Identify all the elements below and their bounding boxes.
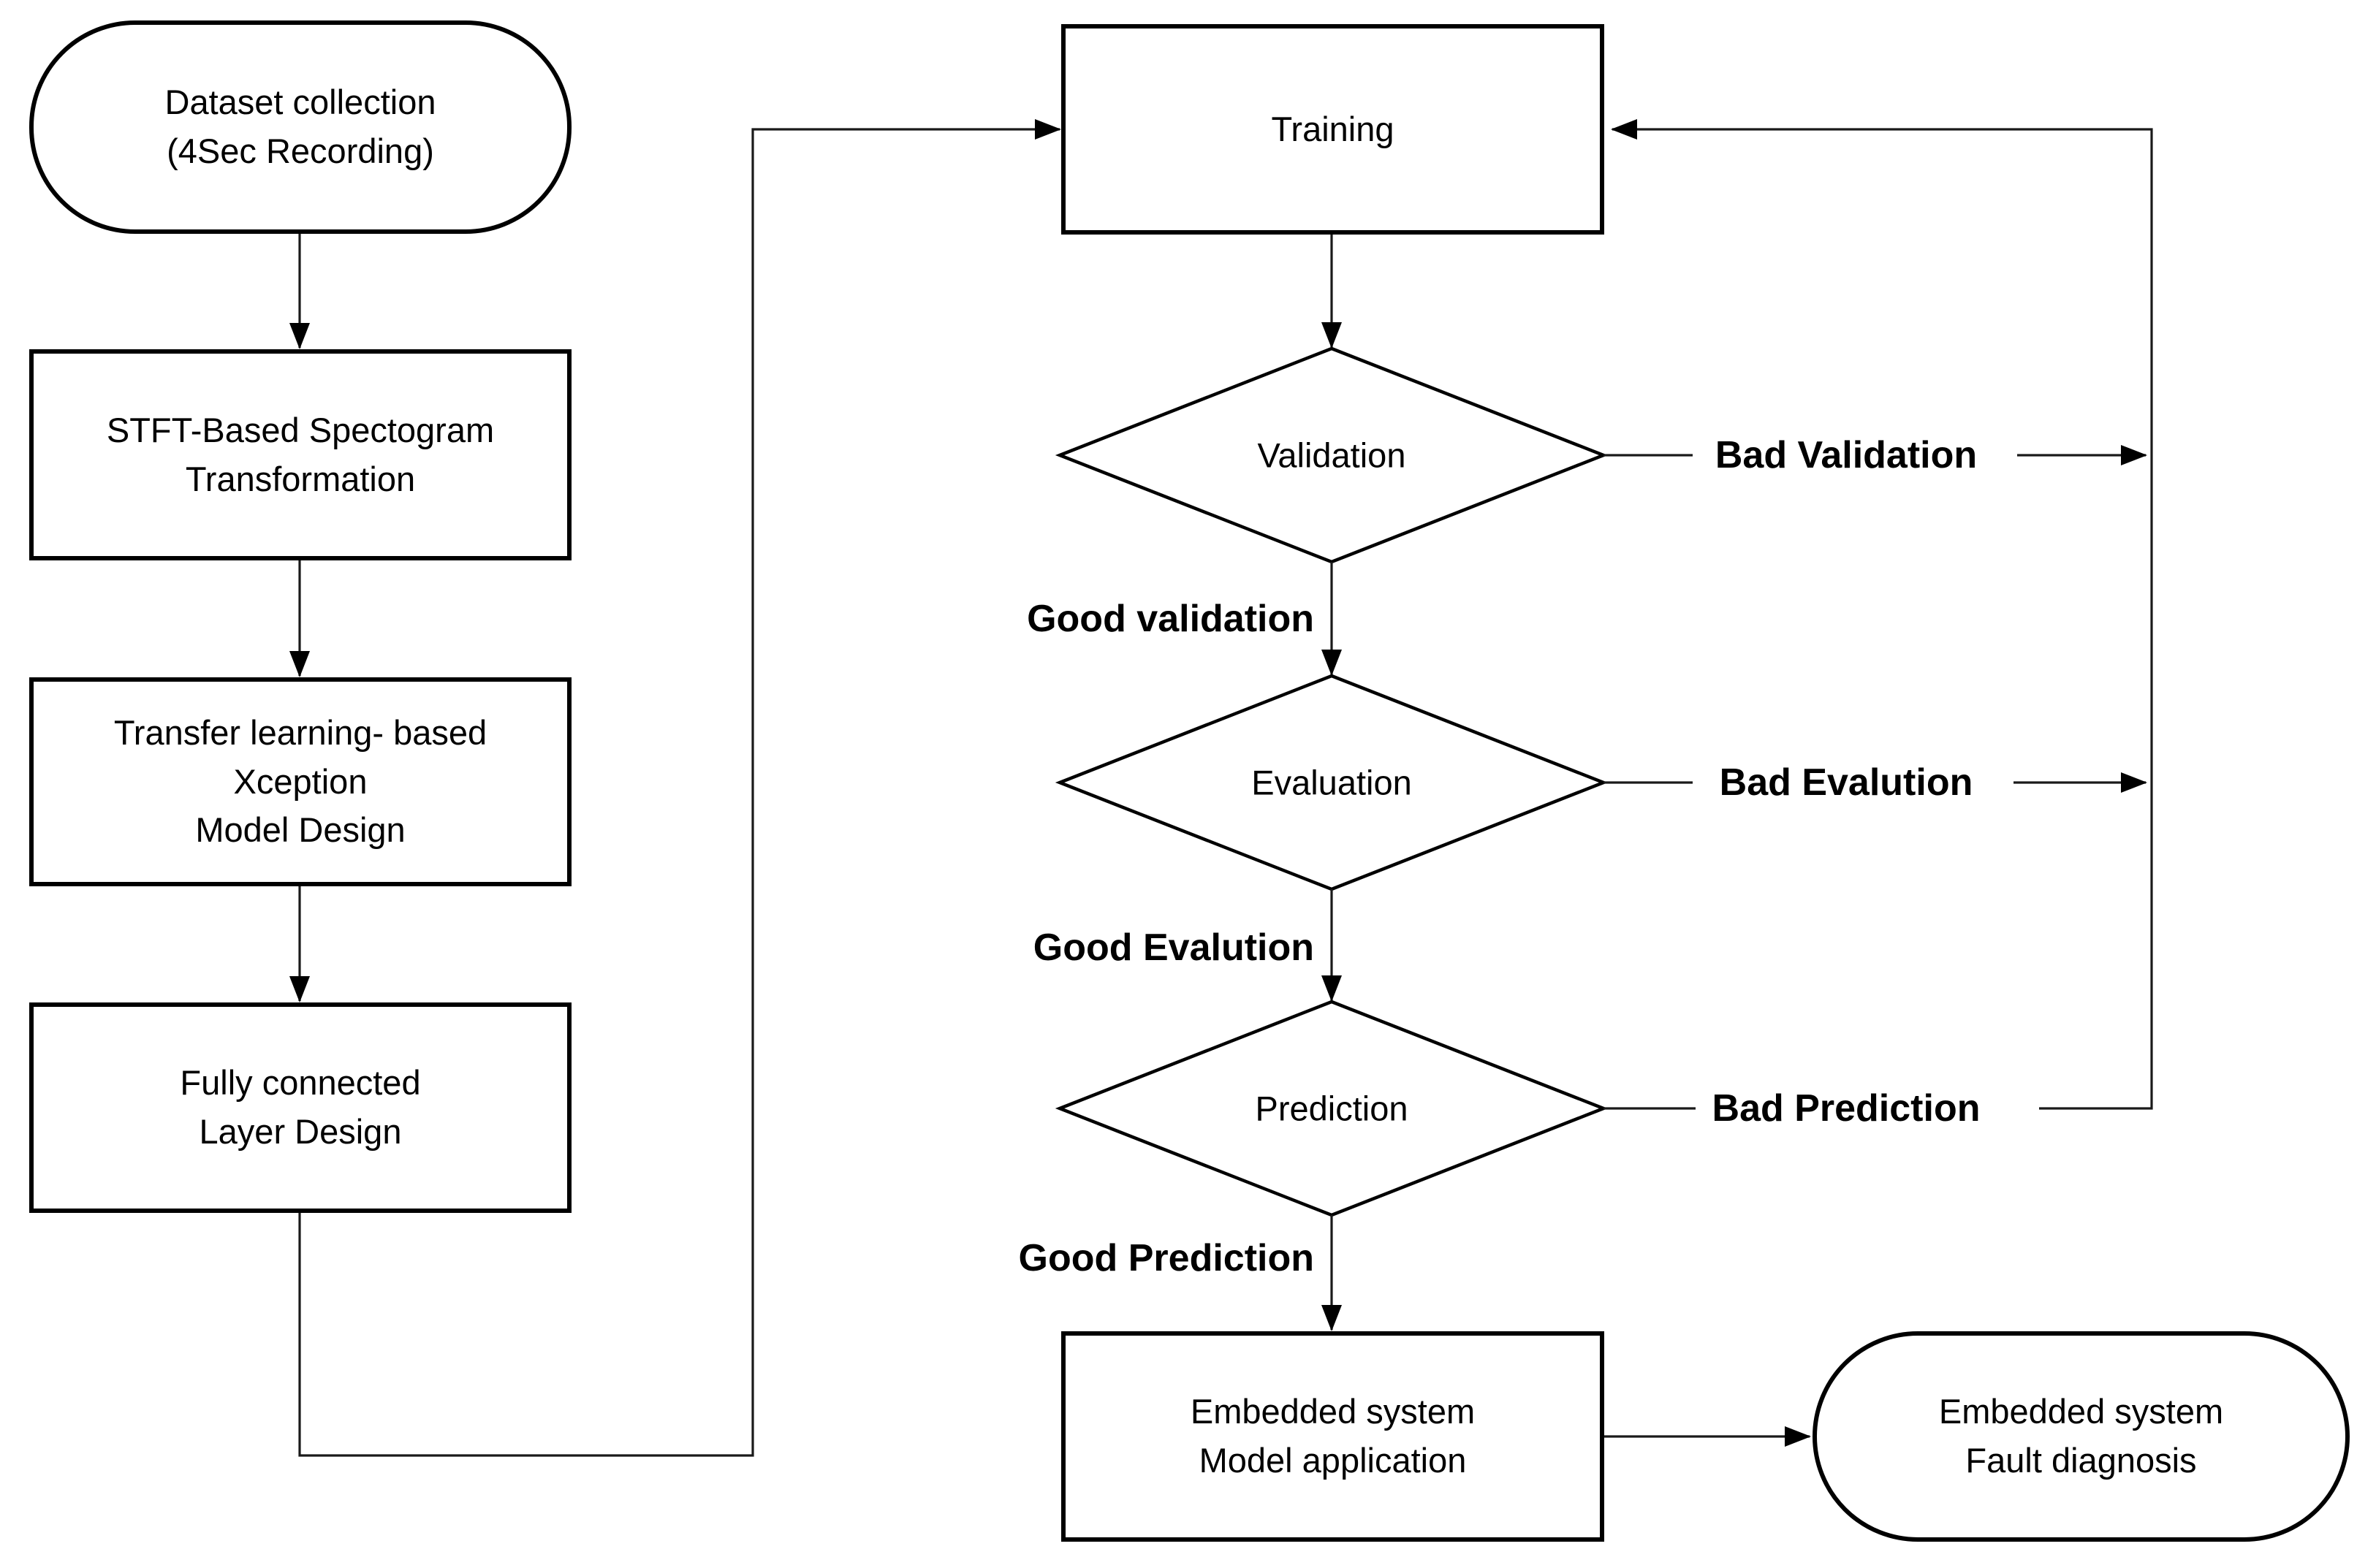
node-embedded-fault-diagnosis: Embedded system Fault diagnosis [1813,1331,2350,1542]
good-prediction-label: Good Prediction [1018,1237,1314,1279]
bad-prediction-label: Bad Prediction [1712,1087,1981,1130]
node-label-line: Xception [233,761,368,801]
node-embedded-model-application: Embedded system Model application [1061,1331,1604,1542]
node-label-line: Training [1271,109,1394,148]
node-label-line: Fault diagnosis [1965,1441,2197,1480]
evaluation-diamond-label: Evaluation [1251,763,1412,802]
node-dataset-collection: Dataset collection (4Sec Recording) [29,20,572,234]
node-label-line: Dataset collection [164,83,436,122]
validation-diamond-label: Validation [1257,435,1406,475]
node-label-line: Embedded system [1190,1392,1476,1431]
node-fully-connected: Fully connected Layer Design [29,1002,572,1213]
node-label-line: Fully connected [180,1063,421,1103]
node-label-line: Embedded system [1938,1392,2224,1431]
bad-evaluation-label: Bad Evalution [1719,761,1973,804]
feedback-line-to-training [1611,119,2153,1110]
node-training: Training [1061,24,1604,235]
node-label-line: Model application [1199,1441,1467,1480]
edge-fully-to-training-route [298,119,1061,1457]
node-stft-spectogram: STFT-Based Spectogram Transformation [29,349,572,560]
node-label-line: Transfer learning- based [113,712,487,752]
node-label-line: Transformation [185,459,416,498]
prediction-diamond-label: Prediction [1255,1089,1408,1128]
node-label-line: (4Sec Recording) [167,132,434,170]
node-label-line: Model Design [195,810,406,850]
node-label-line: Layer Design [199,1112,402,1151]
good-validation-label: Good validation [1027,598,1314,640]
good-evaluation-label: Good Evalution [1033,926,1314,969]
node-label-line: STFT-Based Spectogram [106,410,495,449]
node-transfer-xception: Transfer learning- based Xception Model … [29,677,572,886]
bad-validation-label: Bad Validation [1715,434,1978,476]
